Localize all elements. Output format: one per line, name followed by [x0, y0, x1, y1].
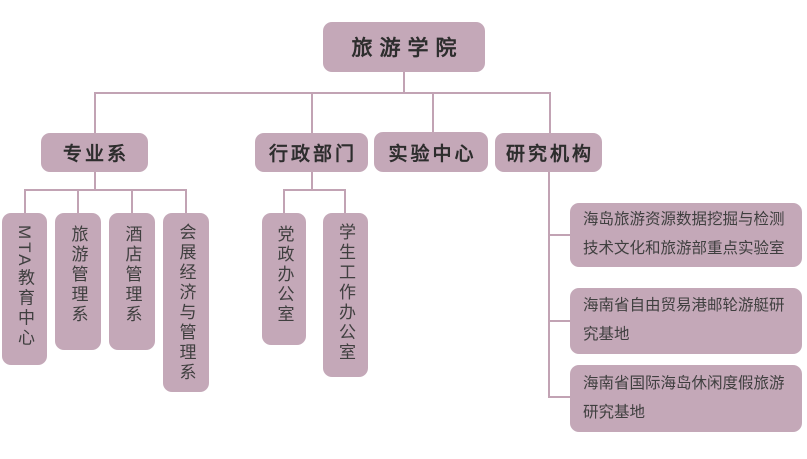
node-student-affairs-office: 学生工作办公室 — [323, 213, 368, 377]
connector-drop-mta — [24, 189, 26, 213]
node-label: 会展经济与管理系 — [176, 223, 196, 383]
connector-drop-student-office — [344, 189, 346, 213]
connector-professional-stem — [94, 172, 96, 189]
node-hotel-management-dept: 酒店管理系 — [109, 213, 155, 350]
node-mice-economy-management-dept: 会展经济与管理系 — [163, 213, 209, 392]
node-research-base-island-data-lab: 海岛旅游资源数据挖掘与检测技术文化和旅游部重点实验室 — [570, 203, 802, 267]
node-research-base-cruise-yacht: 海南省自由贸易港邮轮游艇研究基地 — [570, 288, 802, 354]
connector-admin-bus — [283, 189, 346, 191]
connector-drop-experiment — [432, 92, 434, 133]
connector-branch-base-2 — [548, 320, 570, 322]
connector-root-drop — [403, 72, 405, 92]
node-tourism-college: 旅游学院 — [323, 22, 485, 72]
connector-drop-administrative — [311, 92, 313, 133]
connector-admin-stem — [311, 172, 313, 189]
node-party-admin-office: 党政办公室 — [262, 213, 306, 345]
node-tourism-management-dept: 旅游管理系 — [55, 213, 101, 350]
connector-drop-party-office — [283, 189, 285, 213]
node-administrative-departments: 行政部门 — [255, 133, 368, 172]
connector-drop-hotel-mgmt — [131, 189, 133, 213]
node-label: MTA教育中心 — [15, 225, 34, 349]
connector-drop-professional — [94, 92, 96, 133]
connector-drop-tourism-mgmt — [77, 189, 79, 213]
node-label: 党政办公室 — [274, 225, 294, 325]
connector-branch-base-3 — [548, 396, 570, 398]
connector-branch-base-1 — [548, 234, 570, 236]
node-experiment-center: 实验中心 — [374, 132, 488, 172]
node-label: 酒店管理系 — [122, 225, 142, 325]
node-research-institutions: 研究机构 — [495, 133, 602, 172]
node-label: 旅游管理系 — [68, 225, 88, 325]
connector-level2-bus — [94, 92, 551, 94]
node-label: 学生工作办公室 — [336, 223, 355, 363]
connector-professional-bus — [24, 189, 187, 191]
node-professional-departments: 专业系 — [41, 133, 148, 172]
connector-drop-research — [549, 92, 551, 133]
connector-research-stem — [548, 172, 550, 398]
node-mta-education-center: MTA教育中心 — [2, 213, 47, 365]
node-research-base-island-leisure: 海南省国际海岛休闲度假旅游研究基地 — [570, 365, 802, 432]
connector-drop-mice-mgmt — [185, 189, 187, 213]
